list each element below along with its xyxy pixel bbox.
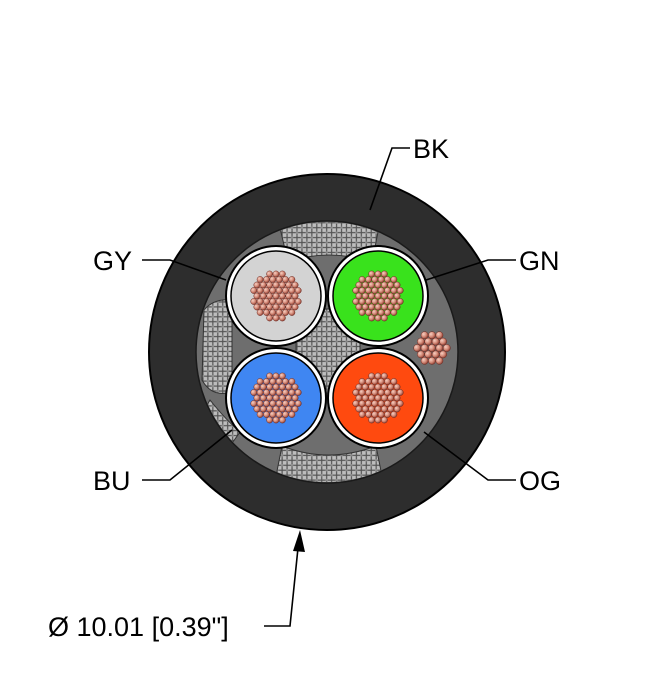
label-bk: BK bbox=[413, 134, 449, 164]
leader-gn bbox=[425, 259, 516, 281]
conductor-og bbox=[327, 347, 429, 449]
leader-bk bbox=[369, 147, 410, 211]
label-gn: GN bbox=[519, 246, 560, 276]
drain-wire bbox=[413, 331, 451, 365]
conductor-gy bbox=[225, 245, 327, 347]
leader-diameter bbox=[264, 547, 299, 627]
label-og: OG bbox=[519, 466, 561, 496]
label-diameter: Ø 10.01 [0.39"] bbox=[48, 612, 229, 642]
label-bu: BU bbox=[93, 466, 131, 496]
conductor-gn bbox=[327, 245, 429, 347]
diameter-arrowhead bbox=[293, 530, 305, 552]
leader-bu bbox=[142, 429, 233, 481]
leader-og bbox=[423, 431, 516, 481]
leader-gy bbox=[142, 259, 227, 281]
label-gy: GY bbox=[93, 246, 132, 276]
conductor-bu bbox=[225, 347, 327, 449]
leader-lines bbox=[142, 147, 516, 627]
